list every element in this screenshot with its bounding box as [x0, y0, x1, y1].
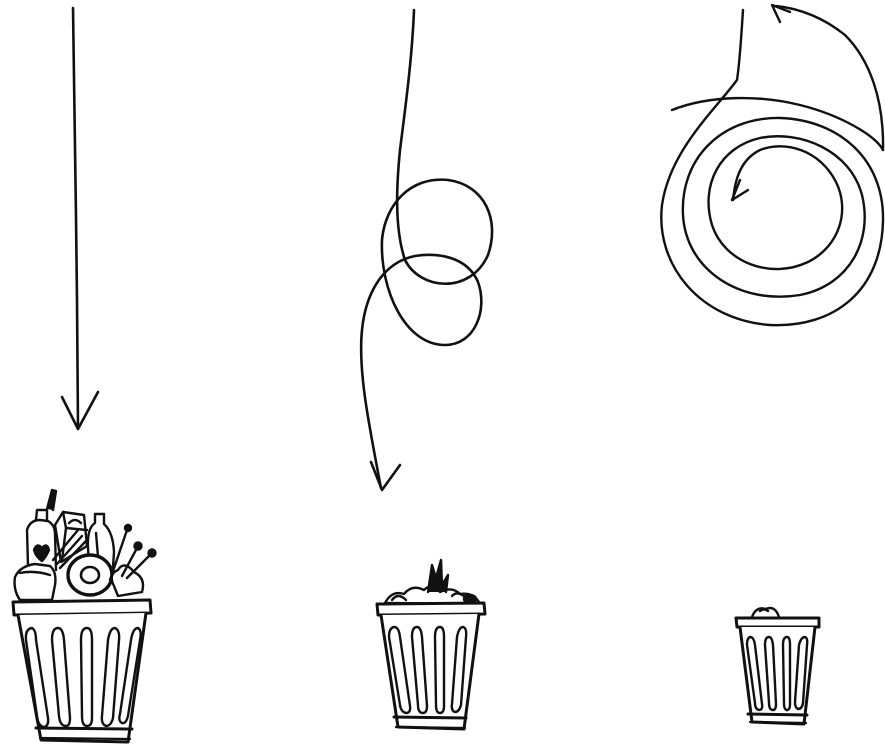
panel-looped — [361, 10, 492, 729]
trash-bin — [13, 600, 151, 742]
looped-down-arrow — [361, 10, 492, 490]
trash-pile — [385, 560, 480, 604]
partly-filled-trash — [377, 560, 485, 729]
trash-pile — [15, 490, 156, 600]
overflowing-trash — [13, 490, 156, 742]
trash-bin — [377, 603, 485, 729]
straight-down-arrow — [62, 8, 98, 429]
panel-spiral — [661, 5, 883, 724]
trash-bin — [736, 618, 819, 724]
panel-straight — [13, 8, 156, 742]
nearly-empty-trash — [736, 608, 819, 724]
spiral-arrow — [661, 5, 883, 325]
trash-pile — [752, 608, 779, 617]
